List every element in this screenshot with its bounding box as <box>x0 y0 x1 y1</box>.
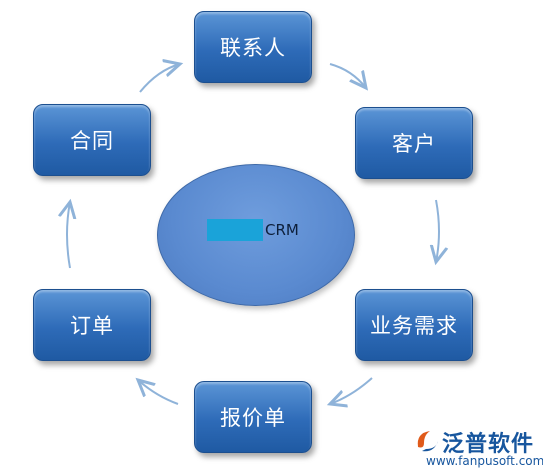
node-requirement: 业务需求 <box>355 289 473 361</box>
arrow-customer-to-requirement <box>436 199 439 262</box>
node-customer: 客户 <box>355 107 473 179</box>
logo-url: www.fanpusoft.com <box>426 454 543 468</box>
center-label-text: CRM <box>265 221 299 239</box>
node-order-label: 订单 <box>70 314 114 338</box>
node-customer-label: 客户 <box>392 132 436 156</box>
arrow-contact-to-customer <box>329 63 366 88</box>
redaction-block <box>207 219 263 241</box>
node-quotation: 报价单 <box>194 381 312 453</box>
center-ellipse <box>157 164 355 306</box>
node-order: 订单 <box>33 289 151 361</box>
node-contract: 合同 <box>33 104 151 176</box>
node-contact-label: 联系人 <box>220 36 286 60</box>
node-quotation-label: 报价单 <box>220 406 286 430</box>
arrow-contract-to-contact <box>139 64 180 93</box>
logo-mark-icon <box>417 431 438 452</box>
logo-name: 泛普软件 <box>442 432 535 457</box>
arrow-order-to-contract <box>67 202 70 269</box>
arrow-requirement-to-quotation <box>330 377 373 404</box>
arrow-quotation-to-order <box>138 380 179 405</box>
node-contract-label: 合同 <box>70 129 114 153</box>
fanpusoft-logo: 泛普软件 www.fanpusoft.com <box>412 425 543 469</box>
center-label: CRM <box>207 218 299 242</box>
node-requirement-label: 业务需求 <box>370 314 458 338</box>
node-contact: 联系人 <box>194 11 312 83</box>
